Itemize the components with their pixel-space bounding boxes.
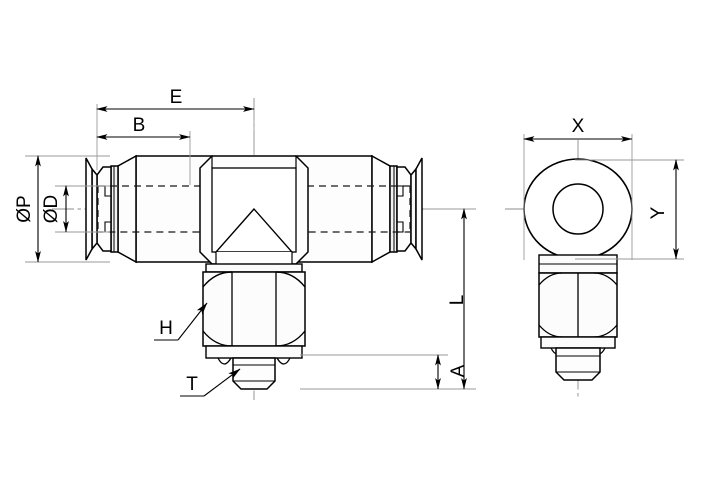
dim-label-H: H xyxy=(159,318,173,339)
left-bore-hidden-lines xyxy=(97,185,207,233)
side-hex-nut xyxy=(538,254,618,381)
dim-label-P: ØP xyxy=(14,195,35,222)
side-view-dimensions: X Y xyxy=(523,116,684,260)
right-release-collar xyxy=(396,166,412,252)
dim-group-L: L xyxy=(300,208,476,390)
right-taper xyxy=(371,154,391,264)
leader-line-H xyxy=(177,302,208,341)
hex-nut-top-chamfer xyxy=(202,271,306,288)
hex-nut-facet-lines xyxy=(231,272,277,346)
dim-group-P: ØP xyxy=(14,155,110,263)
nut-base-plate xyxy=(205,345,303,359)
tee-body-block xyxy=(199,155,309,265)
dim-label-A: A xyxy=(448,364,469,377)
dim-group-A: A xyxy=(300,354,469,390)
dim-group-D: ØD xyxy=(41,185,110,233)
side-male-thread-stud xyxy=(555,347,601,381)
left-run-port xyxy=(85,154,213,264)
dim-label-B: B xyxy=(133,115,146,136)
left-release-collar xyxy=(96,166,112,252)
dim-label-D: ØD xyxy=(41,195,62,224)
side-bore-inner-circle xyxy=(552,183,604,235)
front-view xyxy=(52,98,444,400)
right-collar-outer-cap xyxy=(415,157,423,261)
dim-label-L: L xyxy=(447,295,468,306)
side-thread-crest-lines xyxy=(556,355,600,373)
thread-crest-lines xyxy=(233,364,275,382)
leader-line-T xyxy=(203,368,241,397)
thread-undercut-arcs xyxy=(217,357,291,365)
dim-group-Y: Y xyxy=(575,159,684,260)
dim-label-Y: Y xyxy=(648,206,669,219)
right-bore-hidden-lines xyxy=(301,185,411,233)
right-collet-detail xyxy=(397,185,404,233)
dim-group-X: X xyxy=(523,116,633,260)
side-view xyxy=(505,140,635,398)
front-view-dimensions: E B ØP ØD xyxy=(14,87,476,397)
dim-label-E: E xyxy=(170,87,183,108)
dim-group-T: T xyxy=(180,368,241,397)
side-nut-base-plate xyxy=(540,336,616,349)
branch-shoulder xyxy=(205,263,303,273)
dim-label-X: X xyxy=(572,116,585,137)
left-taper xyxy=(117,154,137,264)
left-collar-outer-cap xyxy=(85,157,93,261)
right-run-port xyxy=(295,154,423,264)
branch-stud-assembly xyxy=(202,263,306,390)
male-thread-stud xyxy=(232,357,276,390)
hex-nut-outline xyxy=(202,271,306,347)
dim-group-H: H xyxy=(154,302,208,341)
branch-neck xyxy=(216,252,292,264)
dim-label-T: T xyxy=(186,374,198,395)
